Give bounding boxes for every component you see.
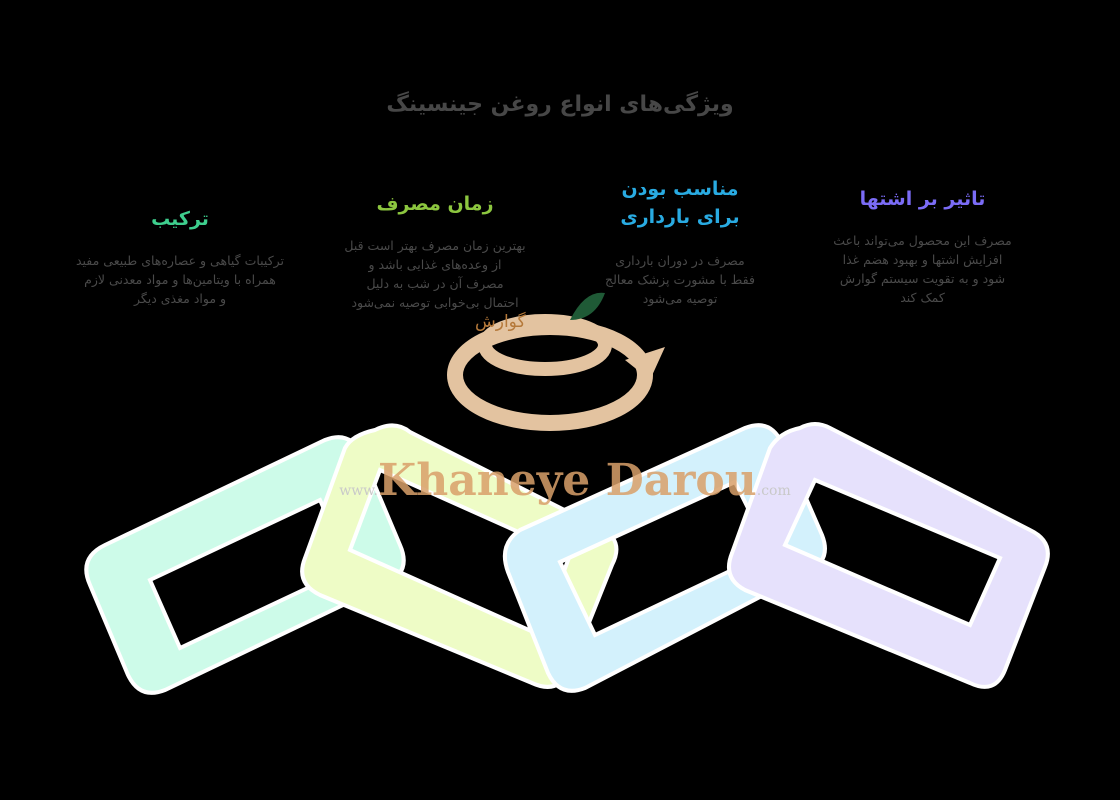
text-line: افزایش اشتها و بهبود هضم غذا: [842, 252, 1003, 267]
text-line: مصرف در دوران بارداری: [615, 253, 745, 268]
heading-pregnancy: مناسب بودن برای بارداری: [565, 175, 795, 231]
text-line: ترکیبات گیاهی و عصاره‌های طبیعی مفید: [75, 253, 285, 268]
body-appetite: مصرف این محصول می‌تواند باعث افزایش اشته…: [805, 231, 1040, 307]
text-line: کمک کند: [900, 290, 945, 305]
column-pregnancy: مناسب بودن برای بارداری مصرف در دوران با…: [565, 175, 795, 308]
chain-link-lavender-icon: [727, 422, 1050, 689]
watermark: www.Khaneye Darou.com: [330, 455, 800, 506]
heading-line: مناسب بودن: [621, 178, 739, 200]
text-line: همراه با ویتامین‌ها و مواد معدنی لازم: [84, 272, 276, 287]
text-line: مصرف آن در شب به دلیل: [366, 276, 504, 291]
watermark-prefix: www.: [339, 483, 378, 499]
watermark-suffix: .com: [756, 483, 791, 499]
leaf-icon: [570, 292, 605, 320]
body-time-of-use: بهترین زمان مصرف بهتر است قبل از وعده‌ها…: [315, 236, 555, 312]
diagram-title: ویژگی‌های انواع روغن جینسینگ: [386, 92, 734, 117]
text-line: فقط با مشورت پزشک معالج: [605, 272, 755, 287]
logo-text: گوارش: [475, 312, 526, 332]
nest-logo-icon: [447, 292, 665, 431]
text-line: شود و به تقویت سیستم گوارش: [839, 271, 1006, 286]
column-composition: ترکیب ترکیبات گیاهی و عصاره‌های طبیعی مف…: [60, 205, 300, 308]
text-line: مصرف این محصول می‌تواند باعث: [833, 233, 1012, 248]
body-composition: ترکیبات گیاهی و عصاره‌های طبیعی مفید همر…: [60, 251, 300, 308]
heading-time-of-use: زمان مصرف: [376, 193, 494, 215]
text-line: و مواد مغذی دیگر: [133, 291, 227, 306]
heading-composition: ترکیب: [151, 208, 209, 230]
body-pregnancy: مصرف در دوران بارداری فقط با مشورت پزشک …: [565, 251, 795, 308]
watermark-brand: Khaneye Darou: [377, 455, 757, 506]
column-time-of-use: زمان مصرف بهترین زمان مصرف بهتر است قبل …: [315, 190, 555, 312]
text-line: توصیه می‌شود: [642, 291, 718, 306]
text-line: از وعده‌های غذایی باشد و: [368, 257, 502, 272]
text-line: احتمال بی‌خوابی توصیه نمی‌شود: [351, 295, 519, 310]
text-line: بهترین زمان مصرف بهتر است قبل: [344, 238, 526, 253]
column-appetite: تاثیر بر اشتها مصرف این محصول می‌تواند ب…: [805, 185, 1040, 307]
heading-appetite: تاثیر بر اشتها: [859, 188, 986, 210]
heading-line: برای بارداری: [620, 206, 740, 228]
